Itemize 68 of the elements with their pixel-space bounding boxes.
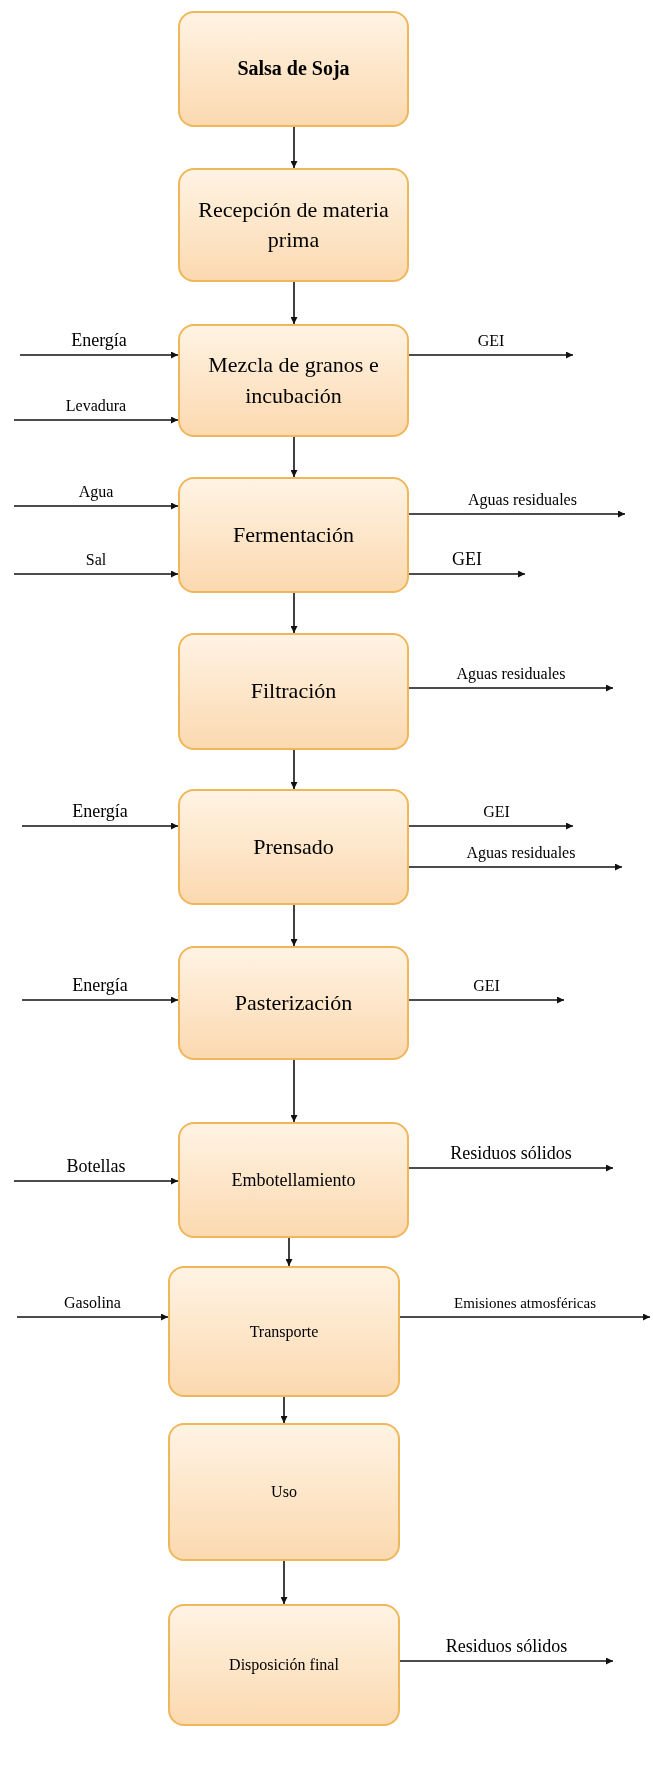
process-box [168, 1604, 400, 1726]
arrow [280, 1396, 288, 1424]
box-text: Filtración [250, 677, 337, 706]
box-text: Pasterización [234, 988, 353, 1017]
edge-label: Residuos sólidos [450, 1141, 572, 1164]
edge-label: Energía [71, 328, 127, 351]
process-box [178, 324, 409, 437]
edge-label: Gasolina [64, 1293, 121, 1313]
arrow [16, 1313, 169, 1321]
arrow [290, 592, 298, 634]
edge-label: GEI [483, 802, 510, 822]
arrow [13, 1177, 179, 1185]
arrow [408, 684, 614, 692]
box-text: Prensado [253, 832, 334, 861]
arrow [280, 1560, 288, 1605]
arrow [19, 351, 179, 359]
arrow [290, 749, 298, 790]
arrow [399, 1657, 614, 1665]
box-text: Fermentación [233, 520, 354, 549]
process-box [168, 1266, 400, 1397]
arrow [290, 281, 298, 325]
box-text: Embotellamiento [231, 1168, 356, 1192]
arrow [290, 1059, 298, 1123]
process-box [168, 1423, 400, 1561]
box-text: Disposición final [229, 1655, 339, 1676]
arrow [408, 570, 526, 578]
edge-label: Botellas [66, 1154, 126, 1177]
arrow [399, 1313, 651, 1321]
edge-label: GEI [452, 547, 482, 570]
arrow [408, 863, 623, 871]
arrow [408, 351, 574, 359]
edge-label: Aguas residuales [456, 664, 566, 684]
edge-label: Energía [72, 973, 128, 996]
arrow [285, 1237, 293, 1267]
process-box [178, 1122, 409, 1238]
edge-label: Agua [78, 482, 114, 502]
arrow [290, 126, 298, 169]
arrow [13, 570, 179, 578]
edge-label: GEI [477, 331, 505, 351]
edge-label: Residuos sólidos [445, 1634, 568, 1657]
process-box [178, 633, 409, 750]
arrow [290, 436, 298, 478]
arrow [408, 822, 574, 830]
arrow [21, 996, 179, 1004]
box-text: Recepción de materia prima [197, 195, 390, 254]
edge-label: Levadura [65, 396, 127, 416]
arrow [290, 904, 298, 947]
process-box [178, 11, 409, 127]
arrow [13, 416, 179, 424]
box-text: Transporte [249, 1321, 319, 1343]
box-text: Uso [271, 1482, 297, 1502]
process-box [178, 946, 409, 1060]
process-box [178, 168, 409, 282]
arrow [21, 822, 179, 830]
box-text: Mezcla de granos e incubación [207, 351, 380, 410]
edge-label: Emisiones atmosféricas [453, 1294, 596, 1313]
arrow [13, 502, 179, 510]
process-box [178, 789, 409, 905]
edge-label: Sal [85, 550, 107, 570]
arrow [408, 996, 565, 1004]
arrow [408, 510, 626, 518]
edge-label: Energía [72, 799, 128, 822]
arrow [408, 1164, 614, 1172]
edge-label: GEI [473, 976, 500, 996]
edge-label: Aguas residuales [468, 490, 577, 510]
box-text: Salsa de Soja [237, 56, 350, 82]
edge-label: Aguas residuales [466, 843, 576, 863]
process-box [178, 477, 409, 593]
